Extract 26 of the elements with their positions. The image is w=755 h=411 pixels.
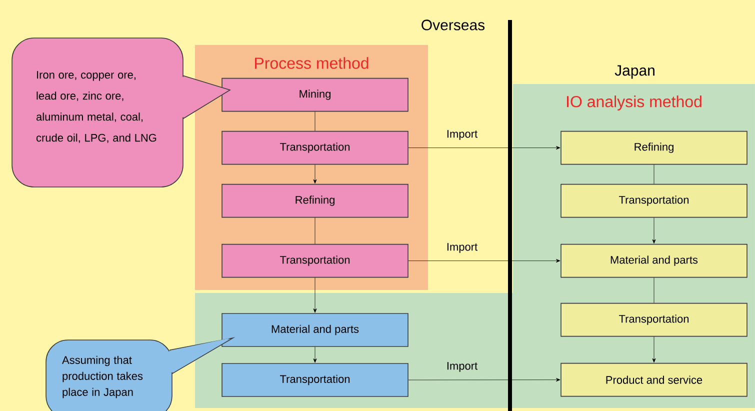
arrow [408, 146, 560, 150]
process-box: Material and parts [560, 244, 748, 278]
arrow [652, 336, 656, 363]
process-box: Transportation [222, 244, 408, 278]
edge-label: Import [447, 362, 478, 372]
process-box: Transportation [560, 184, 748, 218]
arrow [313, 346, 317, 363]
process-box: Material and parts [222, 313, 408, 347]
region-label: Overseas [422, 20, 485, 30]
edge-label: Import [447, 130, 478, 140]
process-box: Transportation [222, 130, 408, 165]
edge-label: Import [447, 243, 478, 253]
arrow [408, 259, 560, 263]
node-label: Assuming that production takes place in Japan [62, 356, 143, 398]
arrow [313, 278, 317, 313]
arrow [313, 164, 317, 184]
process-box: Refining [222, 184, 408, 218]
process-box: Transportation [222, 363, 408, 397]
process-box: Refining [560, 130, 748, 165]
arrow [408, 378, 560, 382]
callout-bubble: Iron ore, copper ore, lead ore, zinc ore, aluminum metal, coal, crude oil, LPG, and LNG [12, 38, 231, 188]
region-label: Japan [614, 65, 654, 79]
process-box: Transportation [560, 302, 748, 337]
process-box: Product and service [560, 362, 748, 397]
callout-bubble: Assuming that production takes place in Japan [46, 337, 236, 411]
arrow [652, 218, 656, 244]
